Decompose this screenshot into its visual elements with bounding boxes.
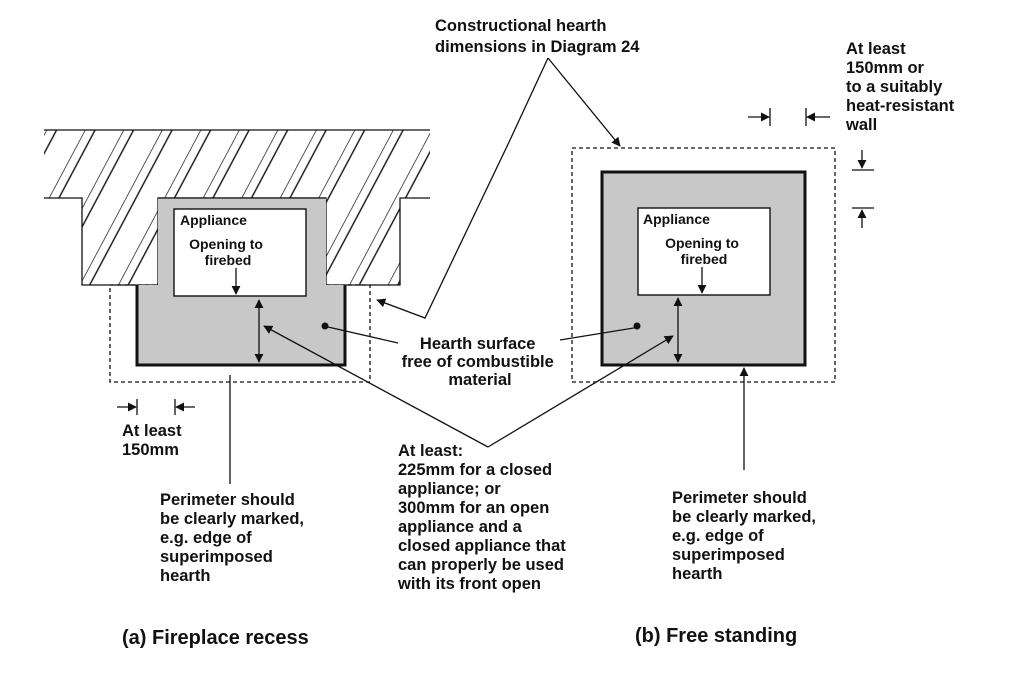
appliance-box-b — [637, 207, 771, 296]
chimney-breast-wall — [44, 130, 430, 285]
at-least-150-line1: At least — [122, 422, 182, 440]
perimeter-a-line4: superimposed — [160, 548, 273, 566]
front-extension-line5: appliance and a — [398, 518, 523, 536]
wall-clearance-label: At least 150mm or to a suitably heat-res… — [845, 40, 959, 134]
caption-free-standing: (b) Free standing — [635, 625, 797, 647]
perimeter-a-line2: be clearly marked, — [160, 510, 304, 528]
front-extension-label: At least: 225mm for a closed appliance; … — [397, 442, 570, 593]
perimeter-a-line1: Perimeter should — [160, 491, 295, 509]
svg-text:Opening to firebed: Opening to firebed — [189, 236, 267, 268]
wall-clearance-line2: 150mm or — [846, 59, 925, 77]
hearth-surface-dot-a — [321, 322, 329, 330]
hearth-surface-line2: free of combustible — [402, 353, 554, 371]
constructional-hearth-line1: Constructional hearth — [435, 17, 606, 35]
fireplace-recess-drawing: Appliance Opening to firebed — [44, 129, 430, 484]
front-extension-line6: closed appliance that — [398, 537, 566, 555]
hearth-surface-label: Hearth surface free of combustible mater… — [402, 335, 559, 389]
hearth-surface-leader-b — [559, 326, 641, 341]
at-least-150-line2: 150mm — [122, 441, 179, 459]
constructional-leader-b — [547, 57, 621, 147]
opening-label-b-line1: Opening to — [665, 235, 739, 251]
constructional-leader-a — [376, 57, 549, 319]
appliance-box-a — [173, 208, 307, 297]
wall-clearance-line3: to a suitably — [846, 78, 943, 96]
perimeter-b-line3: e.g. edge of — [672, 527, 764, 545]
constructional-hearth-line2: dimensions in Diagram 24 — [435, 38, 640, 56]
hearth-surface-leader-a — [327, 326, 399, 344]
constructional-hearth-outline-b — [571, 147, 836, 383]
perimeter-b-line1: Perimeter should — [672, 489, 807, 507]
front-extension-line1: At least: — [398, 442, 463, 460]
opening-label-a-line2: firebed — [205, 252, 252, 268]
front-extension-line3: appliance; or — [398, 480, 501, 498]
free-standing-drawing: Appliance Opening to firebed — [571, 108, 874, 470]
front-leader-b — [487, 335, 674, 448]
opening-label-a-line1: Opening to — [189, 236, 263, 252]
front-extension-line8: with its front open — [397, 575, 541, 593]
front-extension-line7: can properly be used — [398, 556, 564, 574]
caption-fireplace-recess: (a) Fireplace recess — [122, 627, 309, 649]
appliance-label-a: Appliance — [180, 212, 247, 228]
perimeter-a-line5: hearth — [160, 567, 210, 585]
front-extension-line4: 300mm for an open — [398, 499, 549, 517]
perimeter-label-b: Perimeter should be clearly marked, e.g.… — [672, 489, 821, 583]
wall-clearance-line1: At least — [846, 40, 906, 58]
perimeter-a-line3: e.g. edge of — [160, 529, 252, 547]
front-extension-line2: 225mm for a closed — [398, 461, 552, 479]
hearth-surface-line3: material — [448, 371, 511, 389]
perimeter-label-a: Perimeter should be clearly marked, e.g.… — [160, 491, 309, 585]
constructional-hearth-label: Constructional hearth dimensions in Diag… — [435, 17, 640, 56]
front-leader-a — [263, 325, 489, 448]
opening-label-b-line2: firebed — [681, 251, 728, 267]
perimeter-b-line4: superimposed — [672, 546, 785, 564]
at-least-150-label: At least 150mm — [122, 422, 186, 459]
perimeter-b-line5: hearth — [672, 565, 722, 583]
wall-clearance-line5: wall — [845, 116, 877, 134]
svg-text:Opening to firebed: Opening to firebed — [665, 235, 743, 267]
perimeter-b-line2: be clearly marked, — [672, 508, 816, 526]
hearth-surface-line1: Hearth surface — [420, 335, 536, 353]
appliance-label-b: Appliance — [643, 211, 710, 227]
wall-clearance-line4: heat-resistant — [846, 97, 955, 115]
leader-lines — [263, 57, 674, 448]
